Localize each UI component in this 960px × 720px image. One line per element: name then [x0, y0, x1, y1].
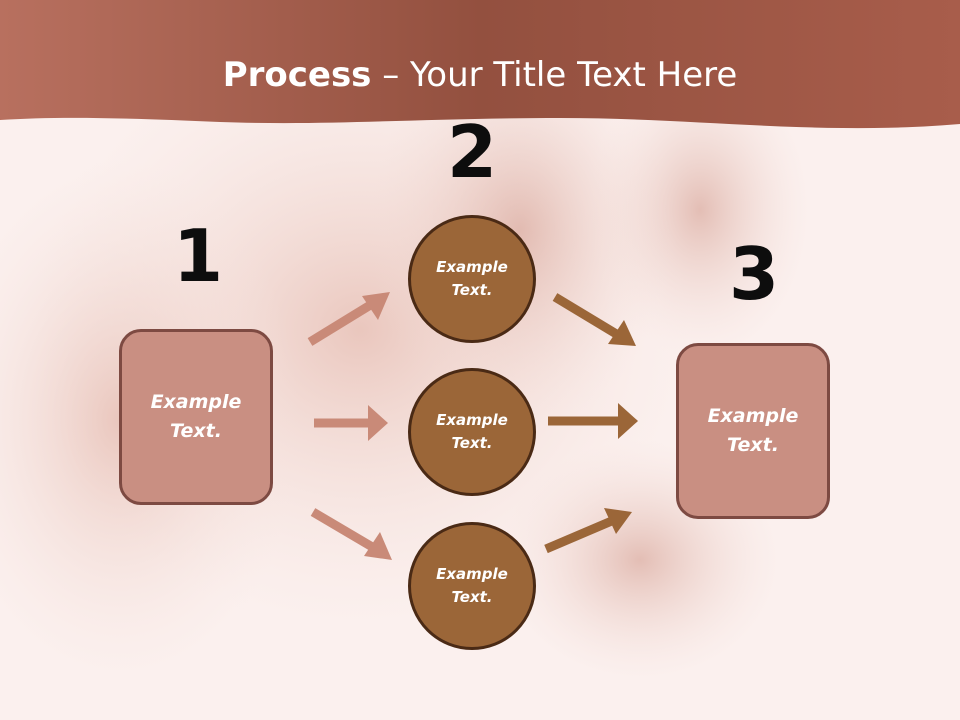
step-3-number: 3: [728, 232, 780, 316]
arrow-1-to-2-bottom: [310, 508, 392, 560]
step-1-label: Example Text.: [150, 391, 242, 442]
step-2-circle-top[interactable]: Example Text.: [408, 215, 536, 343]
arrow-2-to-3-top: [552, 293, 636, 346]
step-1-number: 1: [172, 214, 224, 298]
step-3-box[interactable]: Example Text.: [676, 343, 830, 519]
arrow-1-to-2-top: [307, 292, 390, 346]
step-2-circle-bottom[interactable]: Example Text.: [408, 522, 536, 650]
arrow-2-to-3-middle: [548, 403, 638, 439]
step-2-label-top: Example Text.: [436, 258, 508, 299]
step-2-label-middle: Example Text.: [436, 411, 508, 452]
step-3-label: Example Text.: [707, 405, 799, 456]
step-2-circle-middle[interactable]: Example Text.: [408, 368, 536, 496]
step-2-number: 2: [446, 110, 498, 194]
arrow-2-to-3-bottom: [544, 508, 632, 554]
arrow-1-to-2-middle: [314, 405, 388, 441]
slide-title: Process – Your Title Text Here: [0, 52, 960, 98]
title-bold: Process: [222, 55, 372, 95]
step-2-label-bottom: Example Text.: [436, 565, 508, 606]
step-1-box[interactable]: Example Text.: [119, 329, 273, 505]
title-rest: – Your Title Text Here: [371, 55, 738, 95]
